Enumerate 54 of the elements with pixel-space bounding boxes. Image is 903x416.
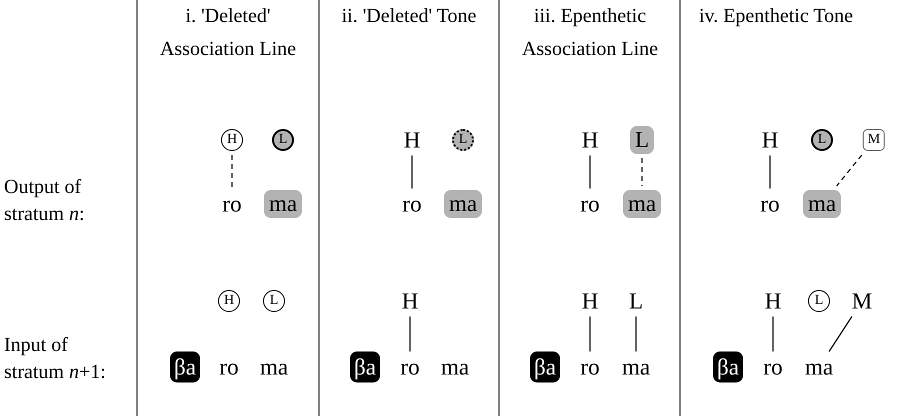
- boxed-tone: M: [862, 129, 886, 151]
- tone: H: [582, 128, 598, 152]
- column-heading: i. 'Deleted' Association Line: [158, 4, 298, 62]
- dashed-association-line: [641, 158, 643, 186]
- column-heading: ii. 'Deleted' Tone: [340, 4, 478, 29]
- syllable: ro: [580, 356, 600, 378]
- association-line: [411, 156, 413, 188]
- syllable: ro: [222, 192, 242, 216]
- association-line: [589, 156, 591, 188]
- syllable: ro: [763, 356, 783, 378]
- column-heading: iv. Epenthetic Tone: [698, 4, 854, 29]
- syllable: ro: [219, 356, 239, 378]
- syllable: ma: [804, 356, 834, 378]
- association-line: [769, 156, 771, 188]
- syllable: ro: [400, 356, 420, 378]
- association-line: [409, 316, 411, 352]
- syllable: ma: [440, 356, 470, 378]
- highlighted-syllable: βa: [350, 352, 380, 382]
- dashed-association-line: [836, 154, 862, 186]
- tone: L: [628, 290, 644, 312]
- circled-tone: L: [808, 290, 830, 312]
- dashed-association-line: [231, 155, 233, 188]
- syllable: ma: [260, 356, 288, 378]
- association-line: [828, 316, 852, 352]
- syllable: ma: [622, 356, 650, 378]
- column-heading: iii. Epenthetic Association Line: [520, 4, 660, 62]
- shaded-syllable: ma: [444, 190, 482, 218]
- syllable: ro: [760, 192, 780, 216]
- syllable: ro: [580, 192, 600, 216]
- association-line: [772, 316, 774, 352]
- tone: H: [404, 128, 420, 152]
- circled-tone: H: [221, 129, 243, 151]
- shaded-syllable: ma: [802, 190, 842, 218]
- shaded-circled-tone: L: [272, 129, 294, 151]
- tone: H: [402, 290, 418, 312]
- circled-tone: H: [218, 290, 240, 312]
- highlighted-syllable: βa: [170, 352, 200, 382]
- highlighted-syllable: βa: [530, 352, 560, 382]
- tone: M: [852, 290, 872, 312]
- tone: H: [762, 128, 778, 152]
- shaded-tone: L: [630, 126, 654, 154]
- circled-tone: L: [263, 290, 285, 312]
- dotted-circled-tone: L: [452, 129, 474, 151]
- tone: H: [582, 290, 598, 312]
- shaded-syllable: ma: [622, 190, 662, 218]
- syllable: ro: [402, 192, 422, 216]
- tone: H: [764, 290, 782, 312]
- row-label: Output of stratum n:: [4, 175, 86, 227]
- shaded-syllable: ma: [264, 190, 302, 218]
- association-line: [635, 316, 637, 352]
- row-label: Input of stratum n+1:: [4, 333, 107, 385]
- shaded-circled-tone: L: [811, 129, 833, 151]
- highlighted-syllable: βa: [713, 352, 743, 382]
- association-line: [589, 316, 591, 352]
